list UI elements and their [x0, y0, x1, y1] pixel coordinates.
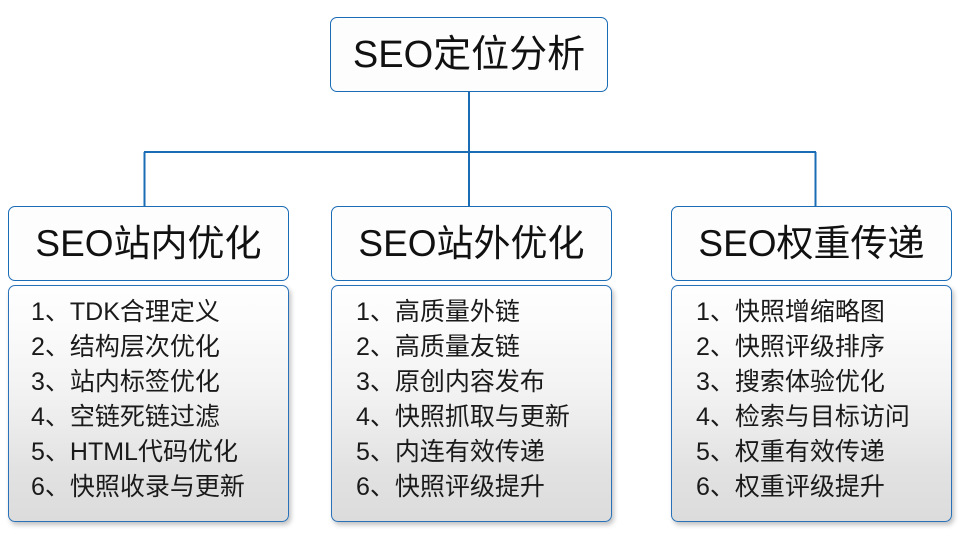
branch-body-3: 1、快照增缩略图 2、快照评级排序 3、搜索体验优化 4、检索与目标访问 5、权… [671, 285, 952, 522]
root-node[interactable]: SEO定位分析 [330, 17, 608, 92]
list-item: 6、快照评级提升 [356, 473, 545, 501]
list-item: 5、HTML代码优化 [31, 438, 238, 466]
branch-body-2: 1、高质量外链 2、高质量友链 3、原创内容发布 4、快照抓取与更新 5、内连有… [331, 285, 612, 522]
list-item: 1、TDK合理定义 [31, 298, 220, 326]
list-item: 5、权重有效传递 [696, 438, 885, 466]
list-item: 2、高质量友链 [356, 333, 520, 361]
list-item: 2、结构层次优化 [31, 333, 220, 361]
branch-header-1-label: SEO站内优化 [35, 223, 262, 264]
branch-2-item-list: 1、高质量外链 2、高质量友链 3、原创内容发布 4、快照抓取与更新 5、内连有… [332, 295, 611, 505]
list-item: 3、搜索体验优化 [696, 368, 885, 396]
branch-header-2[interactable]: SEO站外优化 [331, 206, 612, 281]
list-item: 2、快照评级排序 [696, 333, 885, 361]
branch-header-1[interactable]: SEO站内优化 [8, 206, 289, 281]
branch-column-1: SEO站内优化 1、TDK合理定义 2、结构层次优化 3、站内标签优化 4、空链… [8, 206, 289, 522]
branch-body-1: 1、TDK合理定义 2、结构层次优化 3、站内标签优化 4、空链死链过滤 5、H… [8, 285, 289, 522]
list-item: 6、快照收录与更新 [31, 473, 245, 501]
branch-header-3-label: SEO权重传递 [698, 223, 925, 264]
root-node-label: SEO定位分析 [352, 33, 586, 76]
list-item: 5、内连有效传递 [356, 438, 545, 466]
branch-column-2: SEO站外优化 1、高质量外链 2、高质量友链 3、原创内容发布 4、快照抓取与… [331, 206, 612, 522]
branch-header-2-label: SEO站外优化 [358, 223, 585, 264]
list-item: 4、快照抓取与更新 [356, 403, 570, 431]
list-item: 3、原创内容发布 [356, 368, 545, 396]
branch-1-item-list: 1、TDK合理定义 2、结构层次优化 3、站内标签优化 4、空链死链过滤 5、H… [9, 295, 288, 505]
list-item: 3、站内标签优化 [31, 368, 220, 396]
list-item: 4、检索与目标访问 [696, 403, 910, 431]
list-item: 1、快照增缩略图 [696, 298, 885, 326]
list-item: 4、空链死链过滤 [31, 403, 220, 431]
branch-column-3: SEO权重传递 1、快照增缩略图 2、快照评级排序 3、搜索体验优化 4、检索与… [671, 206, 952, 522]
branch-3-item-list: 1、快照增缩略图 2、快照评级排序 3、搜索体验优化 4、检索与目标访问 5、权… [672, 295, 951, 505]
list-item: 1、高质量外链 [356, 298, 520, 326]
list-item: 6、权重评级提升 [696, 473, 885, 501]
branch-header-3[interactable]: SEO权重传递 [671, 206, 952, 281]
